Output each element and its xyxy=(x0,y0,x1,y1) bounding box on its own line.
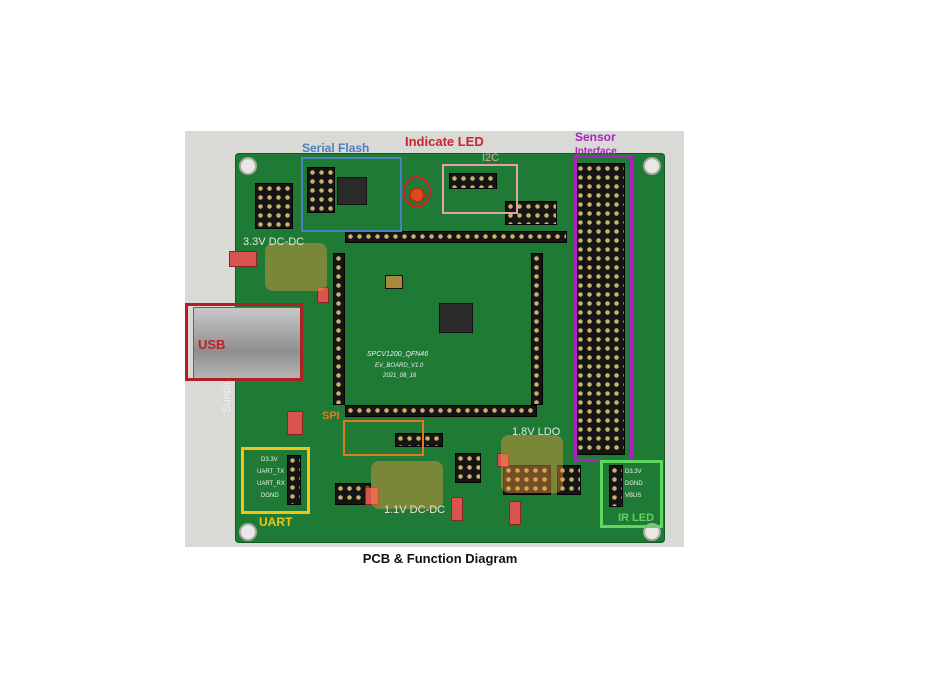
pin-header xyxy=(455,453,481,483)
main-chip xyxy=(439,303,473,333)
ir-pin-label: DGND xyxy=(625,481,643,487)
jumper xyxy=(497,453,509,467)
mounting-hole xyxy=(239,157,257,175)
pin-header xyxy=(345,405,537,417)
pin-header xyxy=(345,231,567,243)
dcdc-33-highlight xyxy=(265,243,327,291)
pin-header xyxy=(333,253,345,405)
pin-header xyxy=(503,465,551,495)
jumper xyxy=(287,411,303,435)
i2c-box xyxy=(442,164,518,214)
uart-box xyxy=(241,447,310,514)
ir-pin-label: VBUS xyxy=(625,493,642,499)
pin-header xyxy=(531,253,543,405)
ldo-18-highlight xyxy=(501,435,563,493)
usb-label: USB xyxy=(198,337,226,352)
pin-header xyxy=(307,167,335,213)
dcdc-11-label: 1.1V DC-DC xyxy=(384,504,446,516)
usb-connector xyxy=(193,307,301,381)
uart-pin-label: D3.3V xyxy=(261,457,278,463)
spi-label: SPI xyxy=(322,410,340,422)
board-date-text: 2021_08_16 xyxy=(383,373,417,379)
uart-pin-label: UART_RX xyxy=(257,481,285,487)
ldo-18-label: 1.8V LDO xyxy=(512,426,561,438)
board-name-text: EV_BOARD_V1.0 xyxy=(375,363,424,369)
dcdc-11-highlight xyxy=(371,461,443,509)
uart-pin-label: DGND xyxy=(261,493,279,499)
flash-chip xyxy=(337,177,367,205)
serial-flash-box xyxy=(301,157,402,232)
jumper xyxy=(451,497,463,521)
jumper xyxy=(229,251,257,267)
uart-label: UART xyxy=(259,515,293,529)
capacitor xyxy=(385,275,403,289)
ir-pin-label: D3.3V xyxy=(625,469,642,475)
dcdc-33-label: 3.3V DC-DC xyxy=(243,236,305,248)
sensor-interface-box xyxy=(574,155,633,462)
spi-box xyxy=(343,420,424,456)
spi-header xyxy=(395,433,443,447)
i2c-label: I2C xyxy=(482,152,500,164)
ir-led-box xyxy=(600,460,663,528)
jumper xyxy=(317,287,329,303)
indicate-led-ring xyxy=(403,176,431,208)
pcb-board: SPCV1200_QFN46 EV_BOARD_V1.0 2021_08_16 … xyxy=(221,153,665,543)
figure-caption: PCB & Function Diagram xyxy=(362,551,518,566)
pcb-photo: SPCV1200_QFN46 EV_BOARD_V1.0 2021_08_16 … xyxy=(185,131,684,547)
chip-name-text: SPCV1200_QFN46 xyxy=(367,351,429,358)
mounting-hole xyxy=(643,157,661,175)
usb-box xyxy=(185,303,303,381)
sensor-label: Sensor xyxy=(575,130,616,144)
jumper xyxy=(365,487,379,505)
mounting-hole xyxy=(239,523,257,541)
jumper xyxy=(509,501,521,525)
sensor-sub-label: Interface xyxy=(575,146,617,157)
pin-header xyxy=(449,173,497,189)
ir-led-label: IR LED xyxy=(618,512,655,524)
sensor-header xyxy=(575,163,625,455)
pin-header xyxy=(335,483,371,505)
serial-flash-label: Serial Flash xyxy=(302,141,370,155)
pin-header xyxy=(255,183,293,229)
pin-header xyxy=(557,465,581,495)
ir-header xyxy=(609,465,623,507)
indicate-led-label: Indicate LED xyxy=(405,134,484,149)
uart-header xyxy=(287,455,301,505)
uart-pin-label: UART_TX xyxy=(257,469,285,475)
